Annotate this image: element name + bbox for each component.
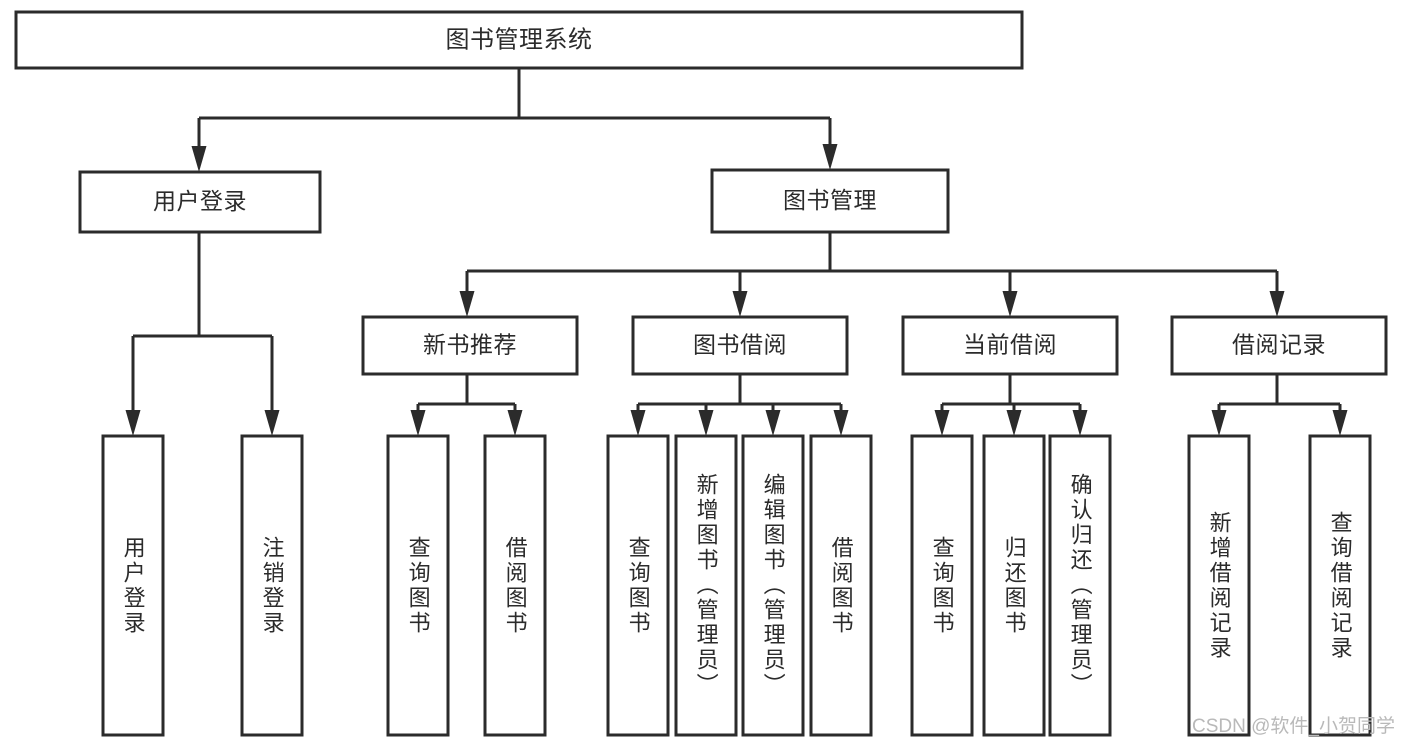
node-label-vertical-wrap: 新增借阅记录 <box>1206 510 1232 661</box>
node-leaf-add-record[interactable]: 新增借阅记录 <box>1187 434 1251 737</box>
node-label: 借阅记录 <box>1232 332 1326 358</box>
node-label: 查询借阅记录 <box>1327 510 1353 661</box>
connector-new-book-rec <box>410 374 523 436</box>
node-leaf-query-book-3[interactable]: 查询图书 <box>910 434 974 737</box>
node-label: 查询图书 <box>405 535 431 636</box>
node-label: 注销登录 <box>259 535 285 636</box>
node-label: 查询图书 <box>929 535 955 636</box>
node-label-vertical-wrap: 编辑图书（管理员） <box>760 473 786 698</box>
node-borrow-record[interactable]: 借阅记录 <box>1170 315 1388 376</box>
node-label-vertical-wrap: 借阅图书 <box>502 535 528 636</box>
connectors-layer <box>125 68 1348 436</box>
node-label-vertical-wrap: 注销登录 <box>259 535 285 636</box>
node-label: 借阅图书 <box>502 535 528 636</box>
node-leaf-confirm-return[interactable]: 确认归还（管理员） <box>1048 434 1112 737</box>
node-current-borrow[interactable]: 当前借阅 <box>901 315 1119 376</box>
node-label-vertical-wrap: 归还图书 <box>1001 535 1027 636</box>
node-label: 图书借阅 <box>693 332 787 358</box>
node-label: 图书管理 <box>783 187 877 213</box>
node-label-vertical-wrap: 用户登录 <box>120 535 146 636</box>
connector-book-manage <box>459 232 1285 317</box>
node-label: 借阅图书 <box>828 535 854 636</box>
node-label-vertical-wrap: 新增图书（管理员） <box>693 473 719 698</box>
node-leaf-query-book-2[interactable]: 查询图书 <box>606 434 670 737</box>
nodes-layer: 图书管理系统用户登录图书管理新书推荐图书借阅当前借阅借阅记录用户登录注销登录查询… <box>14 10 1388 737</box>
node-label: 新书推荐 <box>423 332 517 358</box>
node-label: 确认归还（管理员） <box>1067 473 1093 698</box>
node-leaf-logout[interactable]: 注销登录 <box>240 434 304 737</box>
node-label-vertical-wrap: 查询图书 <box>405 535 431 636</box>
connector-book-borrow <box>630 374 849 436</box>
node-label-vertical-wrap: 查询图书 <box>625 535 651 636</box>
node-leaf-query-record[interactable]: 查询借阅记录 <box>1308 434 1372 737</box>
node-label: 新增图书（管理员） <box>693 473 719 698</box>
node-label-vertical-wrap: 借阅图书 <box>828 535 854 636</box>
node-book-manage[interactable]: 图书管理 <box>710 168 950 234</box>
node-book-borrow[interactable]: 图书借阅 <box>631 315 849 376</box>
node-label: 新增借阅记录 <box>1206 510 1232 661</box>
node-label-vertical-wrap: 确认归还（管理员） <box>1067 473 1093 698</box>
node-label-vertical-wrap: 查询借阅记录 <box>1327 510 1353 661</box>
node-label: 编辑图书（管理员） <box>760 473 786 698</box>
node-label: 归还图书 <box>1001 535 1027 636</box>
node-label: 用户登录 <box>120 535 146 636</box>
node-root[interactable]: 图书管理系统 <box>14 10 1024 70</box>
connector-current-borrow <box>934 374 1088 436</box>
node-new-book-rec[interactable]: 新书推荐 <box>361 315 579 376</box>
node-label: 用户登录 <box>153 188 247 214</box>
node-leaf-query-book-1[interactable]: 查询图书 <box>386 434 450 737</box>
node-label: 查询图书 <box>625 535 651 636</box>
node-label: 当前借阅 <box>963 332 1057 358</box>
node-leaf-return-book[interactable]: 归还图书 <box>982 434 1046 737</box>
connector-borrow-record <box>1211 374 1348 436</box>
node-leaf-user-login[interactable]: 用户登录 <box>101 434 165 737</box>
node-user-login[interactable]: 用户登录 <box>78 170 322 234</box>
connector-user-login <box>125 232 280 436</box>
node-leaf-edit-book[interactable]: 编辑图书（管理员） <box>741 434 805 737</box>
connector-root <box>191 68 838 172</box>
node-label-vertical-wrap: 查询图书 <box>929 535 955 636</box>
node-label: 图书管理系统 <box>446 26 593 53</box>
node-leaf-borrow-book-1[interactable]: 借阅图书 <box>483 434 547 737</box>
node-leaf-borrow-book-2[interactable]: 借阅图书 <box>809 434 873 737</box>
csdn-watermark: CSDN @软件_小贺同学 <box>1192 715 1395 737</box>
node-leaf-add-book[interactable]: 新增图书（管理员） <box>674 434 738 737</box>
